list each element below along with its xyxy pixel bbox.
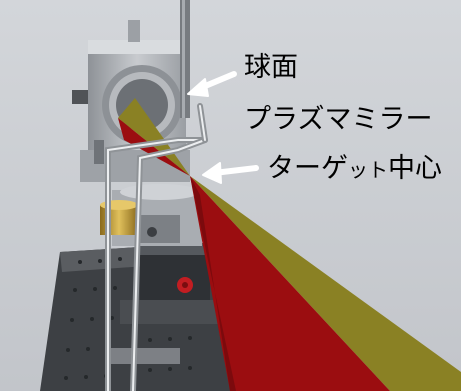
target-holder <box>100 184 202 246</box>
target-label-part1: ターゲ <box>267 153 348 184</box>
white-arrow-icon <box>202 162 259 184</box>
spherical-label: 球面 <box>244 52 298 83</box>
target-label-small: ット <box>348 158 388 182</box>
support-rods <box>105 103 208 391</box>
laser-beam <box>118 98 461 391</box>
target-label-part2: 中心 <box>388 153 442 184</box>
white-arrow-icon <box>187 71 237 97</box>
plasma-mirror-label: プラズマミラー <box>244 104 433 135</box>
target-center-label: ターゲット中心 <box>267 153 442 186</box>
